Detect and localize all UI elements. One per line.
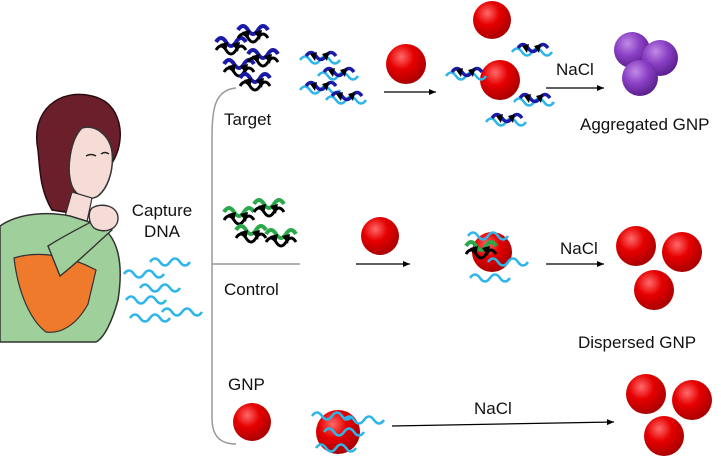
capture-label: Capture DNA (131, 201, 193, 241)
hybridized-dna (298, 50, 368, 106)
gold-nanoparticle-icon (672, 380, 712, 420)
aggregated-gnp-label: Aggregated GNP (580, 115, 710, 134)
nacl-label-gnp: NaCl (474, 399, 512, 418)
capture-dna-coated-gnp (310, 410, 386, 454)
gold-nanoparticle-icon (644, 416, 684, 456)
control-row (222, 198, 702, 310)
gold-nanoparticle-icon (480, 60, 520, 100)
gold-nanoparticle-icon (473, 1, 511, 39)
branch-bracket (211, 87, 300, 445)
gnp-nacl-arrow (391, 419, 615, 427)
dispersed-gnp-label: Dispersed GNP (578, 333, 697, 352)
gold-nanoparticle-icon (233, 403, 271, 441)
gnp-row (233, 374, 712, 456)
aggregated-gnp-icon (614, 32, 678, 96)
control-dna-strands (222, 198, 298, 248)
gold-nanoparticle-icon (616, 226, 656, 266)
gold-nanoparticle-icon (634, 270, 674, 310)
gold-nanoparticle-icon (361, 217, 399, 255)
gold-nanoparticle-icon (662, 232, 702, 272)
nacl-label-target: NaCl (556, 60, 594, 79)
target-label: Target (224, 110, 272, 129)
patient-coughing-icon (0, 93, 121, 343)
target-dna-strands (214, 24, 280, 92)
nacl-label-control: NaCl (560, 239, 598, 258)
control-label: Control (224, 280, 279, 299)
gold-nanoparticle-icon (386, 44, 426, 84)
gold-nanoparticle-icon (626, 374, 666, 414)
capture-dna-coated-gnp (464, 231, 530, 283)
capture-dna-strands-icon (122, 257, 204, 323)
gnp-label: GNP (228, 375, 265, 394)
target-row (214, 1, 678, 128)
